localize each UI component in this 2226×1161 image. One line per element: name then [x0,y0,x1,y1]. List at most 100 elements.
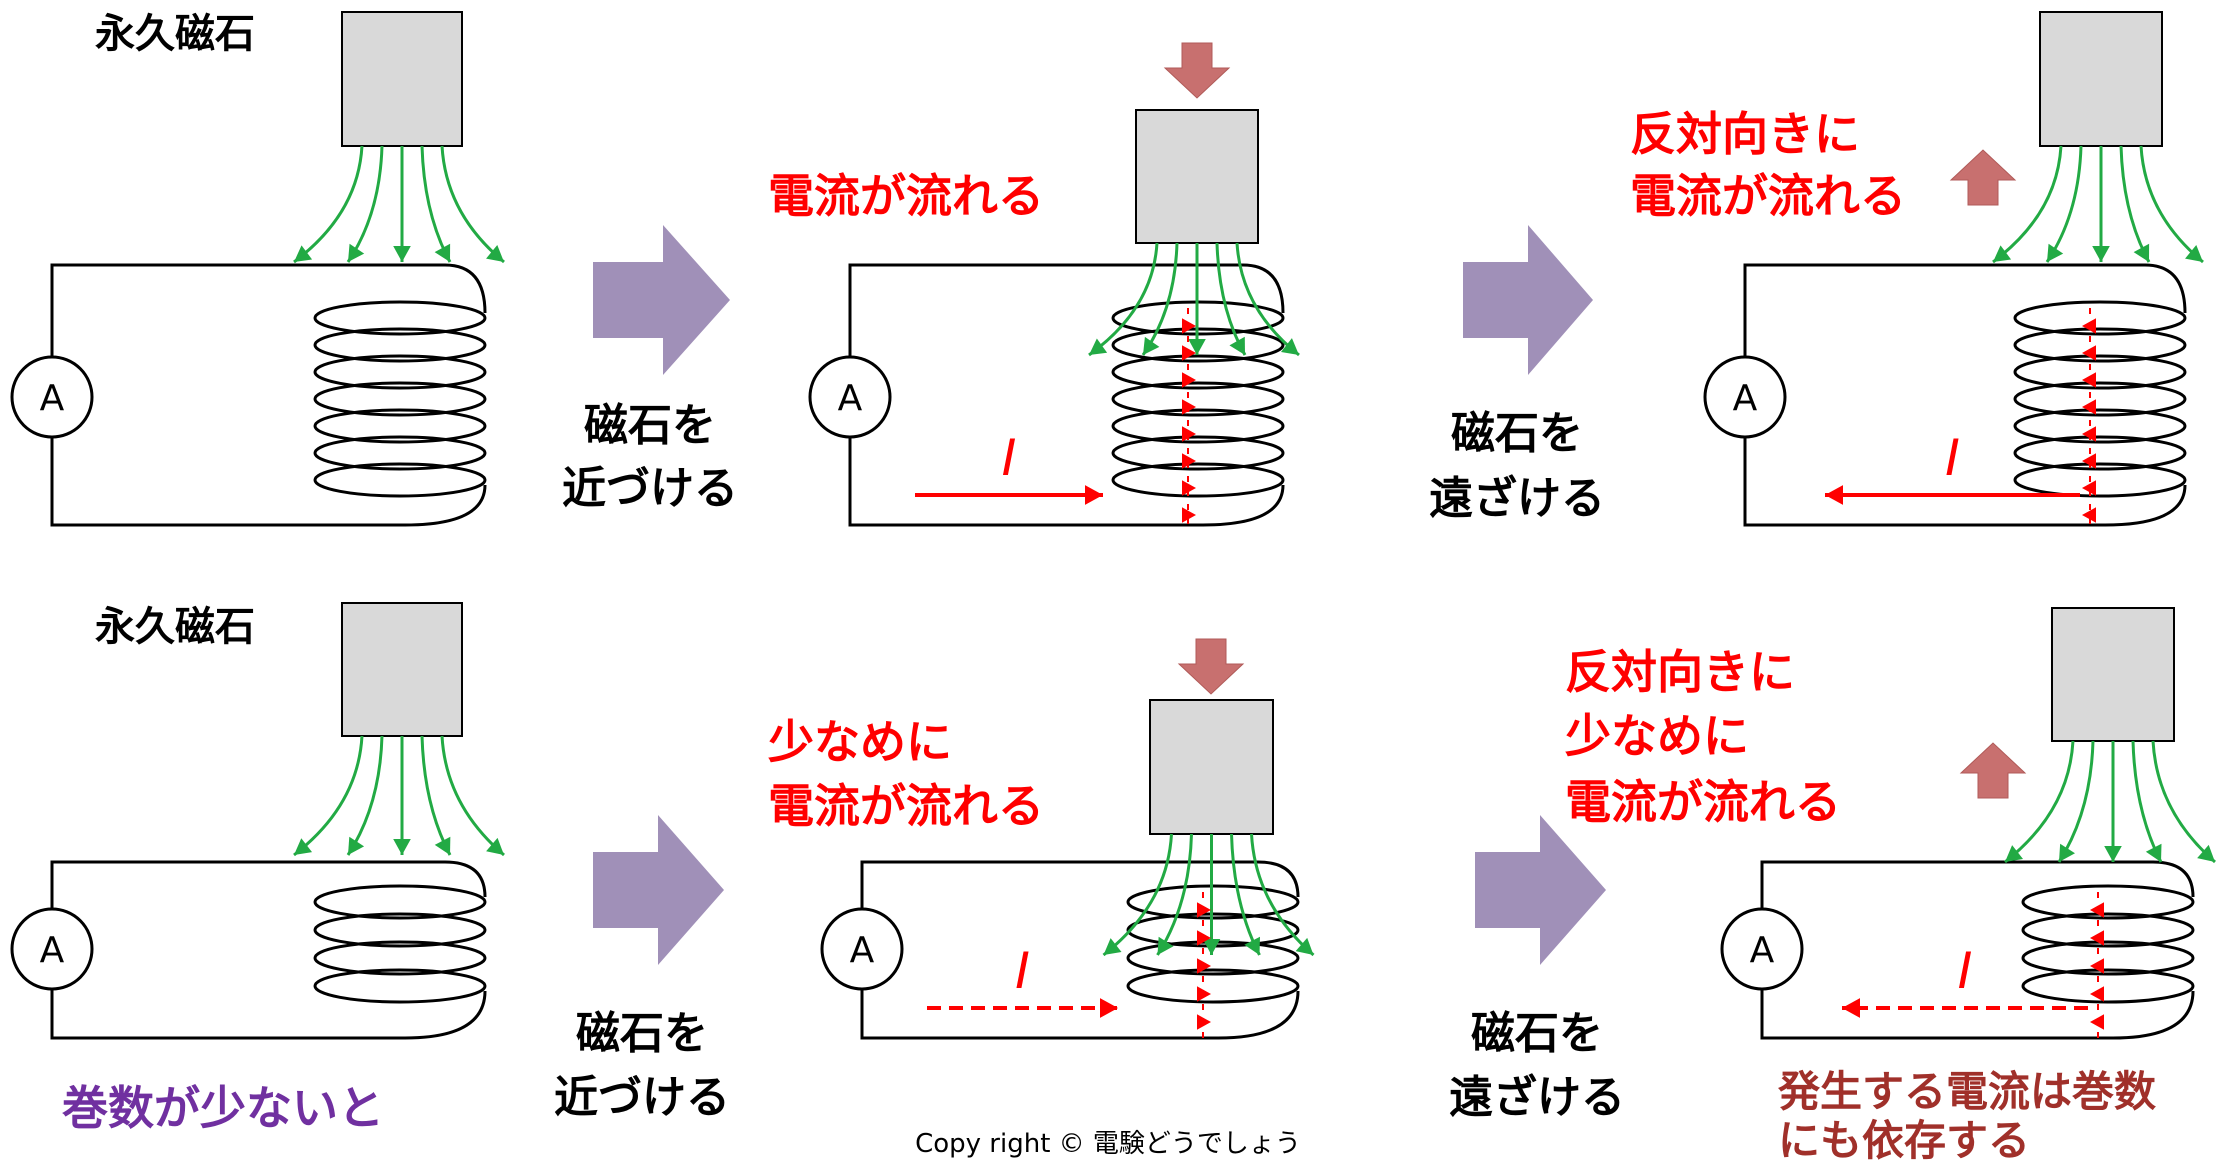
field-line [2004,740,2075,864]
motion-arrow-icon [1163,42,1231,99]
motion-arrow-shape [1177,638,1245,695]
panel-bottom-rest: A [10,602,505,1040]
process-arrow-bottom-2 [1475,815,1606,965]
field-line [2151,740,2216,864]
coil-lead-bottom [1202,484,1285,527]
current-arrowhead [1085,485,1103,505]
current-symbol: I [1958,942,1973,1000]
field-arrowhead [1295,937,1314,955]
coil-current-arrowhead [1182,453,1196,469]
coil-turn [2021,884,2195,920]
field-line [293,145,364,264]
circuit-wire [50,860,445,1040]
bottom-right-note-line2: 少なめに [1565,709,1749,763]
coil-lead-bottom [2112,990,2195,1040]
big-arrow-icon [593,815,724,965]
withdraw-label-top-line2: 遠ざける [1429,473,1605,524]
field-arrowhead [1188,339,1206,355]
field-arrowhead [1157,936,1174,955]
field-line [1230,833,1261,956]
field-arrowhead [2047,243,2064,262]
field-line [2139,145,2204,264]
field-line [440,735,505,857]
magnet-block [1135,109,1259,244]
process-arrow-bottom-1 [593,815,724,965]
field-line [346,735,384,856]
magnet-label-bottom: 永久磁石 [95,604,255,650]
field-arrowhead [2005,845,2024,862]
coil-turn [1111,408,1285,444]
dependency-note-line1: 発生する電流は巻数 [1778,1067,2156,1116]
ammeter: A [10,355,94,439]
coil-turn [1111,435,1285,471]
bottom-right-note-line3: 電流が流れる [1565,775,1841,829]
ammeter-circle [808,355,892,439]
approach-label-bottom-line1: 磁石を [576,1008,708,1059]
magnet-block [1149,699,1274,835]
field-line [1088,242,1159,357]
field-arrowhead [1244,936,1260,955]
field-line [1141,242,1179,356]
field-line [1215,242,1247,356]
ammeter-circle [10,355,94,439]
magnet-block [341,11,463,147]
few-turns-note: 巻数が少ないと [62,1081,384,1135]
field-arrowhead [1143,336,1160,355]
bottom-mid-note-line2: 電流が流れる [768,779,1044,833]
ammeter-label: A [40,930,65,971]
coil-turn [313,381,487,417]
magnet-block [2039,11,2163,147]
approach-label-bottom-line2: 近づける [554,1072,730,1123]
field-arrowhead [1089,338,1108,355]
field-line [346,145,384,263]
magnet-label-top: 永久磁石 [95,11,255,57]
coil-turn [313,327,487,363]
field-arrowhead [294,245,313,262]
field-line [2045,145,2083,263]
field-line [1102,833,1173,957]
motion-arrow-shape [1163,42,1231,99]
field-arrowhead [2133,243,2150,262]
coil-turn [313,300,487,336]
ammeter: A [808,355,892,439]
field-line [2131,740,2163,863]
coil-turn [313,884,487,920]
current-symbol: I [1015,942,1030,1000]
field-arrowhead [294,838,313,855]
field-arrowhead [486,837,504,855]
field-line [293,735,364,857]
field-line [440,145,505,264]
bottom-mid-note-line1: 少なめに [768,715,952,769]
big-arrow-icon [1463,225,1593,375]
field-arrowhead [486,245,504,262]
circuit-wire [50,263,445,527]
ammeter: A [10,907,94,991]
field-arrowhead [1993,245,2012,262]
magnet-block [2051,607,2175,742]
coil-turn [2013,300,2187,336]
ammeter-circle [1703,355,1787,439]
magnet-block [341,602,463,737]
coil-turn [2013,408,2187,444]
coil-turn [1111,381,1285,417]
coil-turn [2021,912,2195,948]
coil-turn [313,354,487,390]
coil-lead-bottom [2104,484,2187,527]
coil-lead-bottom [1217,990,1300,1040]
withdraw-label-bottom-line1: 磁石を [1471,1008,1603,1059]
ammeter: A [1703,355,1787,439]
current-arrowhead [1100,998,1118,1018]
coil-turn [1126,968,1300,1004]
field-line [1235,242,1300,357]
big-arrow-icon [1475,815,1606,965]
coil-turn [2013,354,2187,390]
field-line [1250,833,1315,957]
coil-lead-top [444,860,487,898]
coil-current-arrowhead [2082,507,2096,523]
ammeter: A [1720,907,1804,991]
coil-turn [2021,940,2195,976]
approach-label-top-line2: 近づける [562,463,738,514]
motion-arrow-icon [1959,742,2027,799]
